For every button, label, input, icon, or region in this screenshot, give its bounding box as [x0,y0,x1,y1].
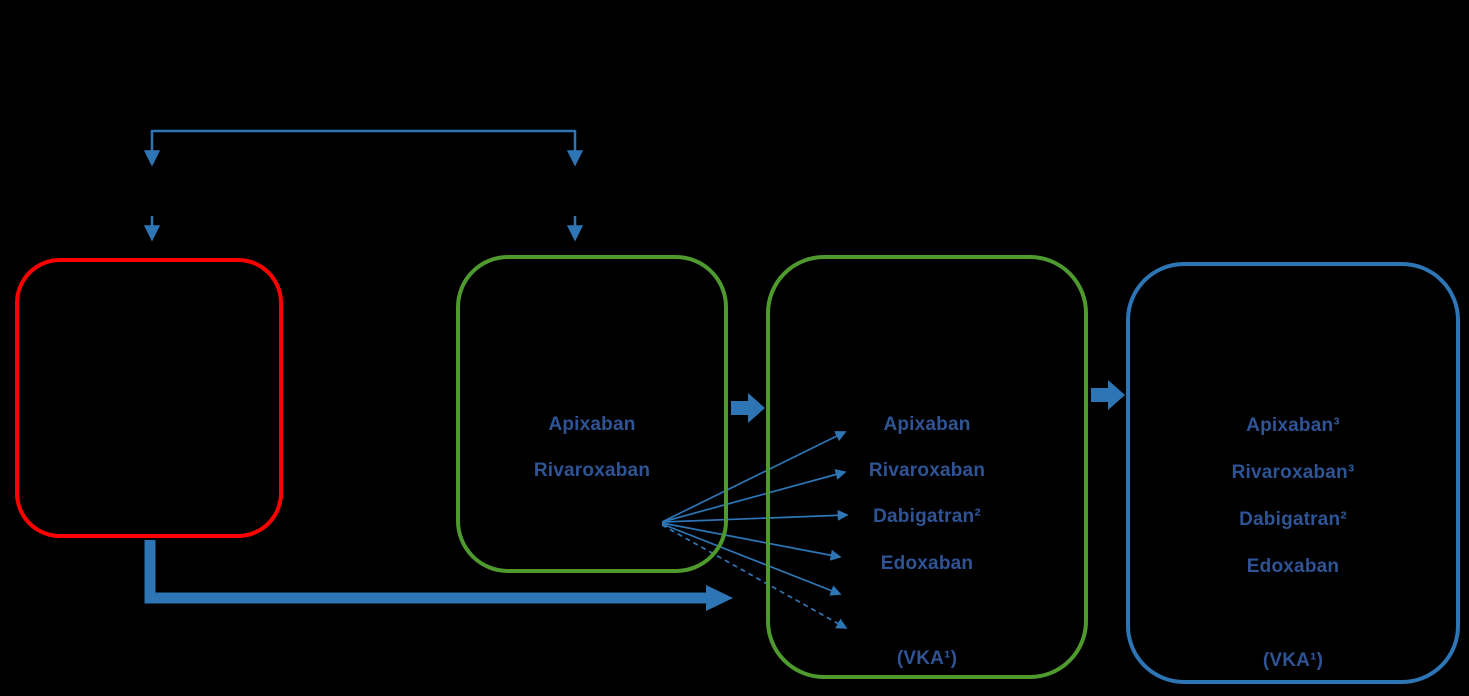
drug-label: Edoxaban [880,553,974,574]
stage-box-green-second: Apixaban Rivaroxaban Dabigatran² Edoxaba… [766,255,1088,679]
drug-label: Edoxaban [1246,556,1340,577]
drug-label: (VKA¹) [896,648,958,669]
block-arrow-stage3-to-stage4 [1091,380,1125,410]
block-arrow-stage2-to-stage3 [731,393,765,423]
drug-label: (VKA¹) [1262,650,1324,671]
drug-label: Dabigatran² [873,506,981,527]
drug-label: Dabigatran² [1239,509,1347,530]
drug-label: Rivaroxaban [868,460,986,481]
drug-label: Apixaban [883,414,971,435]
drug-label: Apixaban³ [1246,415,1340,436]
drug-label: Apixaban [548,414,636,435]
drug-label: Rivaroxaban³ [1231,462,1355,483]
stage-box-blue: Apixaban³ Rivaroxaban³ Dabigatran² Edoxa… [1126,262,1460,684]
stage-box-green-first: Apixaban Rivaroxaban [456,255,728,573]
stage-box-red [15,258,283,538]
drug-label: Rivaroxaban [533,460,651,481]
top-branch-connector [143,129,584,242]
